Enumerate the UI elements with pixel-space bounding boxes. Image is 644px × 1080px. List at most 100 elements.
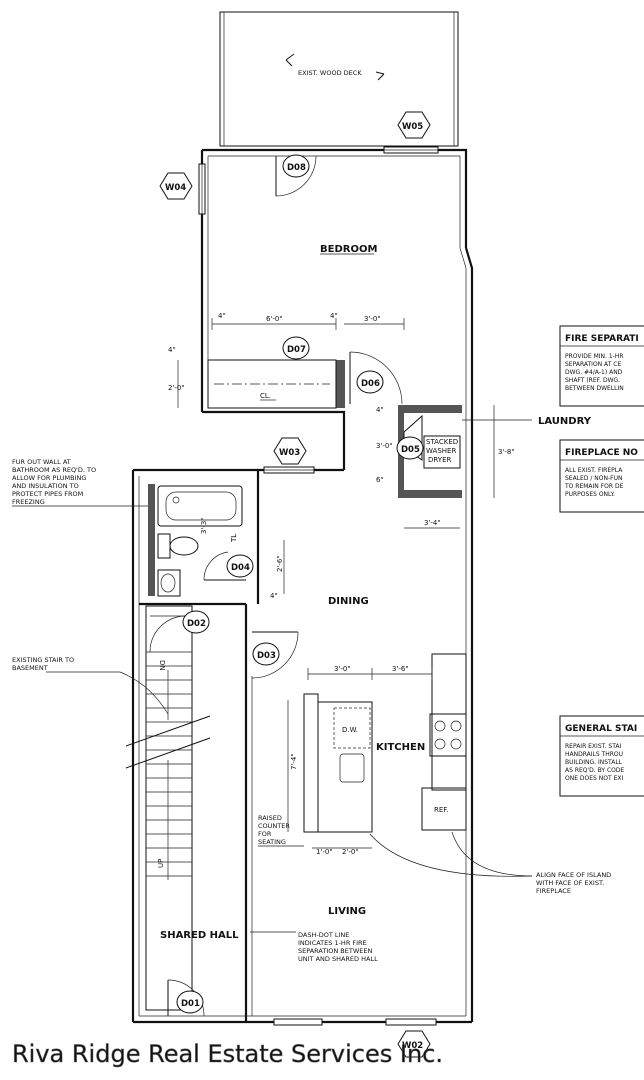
svg-text:FIRE SEPARATI: FIRE SEPARATI bbox=[565, 334, 639, 344]
tag-d04: D04 bbox=[226, 554, 254, 578]
svg-text:D04: D04 bbox=[231, 563, 250, 573]
kitchen-label: KITCHEN bbox=[376, 742, 425, 753]
svg-text:BATHROOM AS REQ'D. TO: BATHROOM AS REQ'D. TO bbox=[12, 466, 96, 474]
svg-text:BUILDING. INSTALL: BUILDING. INSTALL bbox=[565, 759, 623, 766]
svg-text:GENERAL STAI: GENERAL STAI bbox=[565, 724, 637, 734]
svg-text:FREEZING: FREEZING bbox=[12, 498, 45, 506]
dim-island-top-b: 3'-6" bbox=[392, 665, 409, 673]
general-stair-box: GENERAL STAI REPAIR EXIST. STAI HANDRAIL… bbox=[559, 715, 644, 797]
svg-text:UNIT AND SHARED HALL: UNIT AND SHARED HALL bbox=[298, 955, 378, 963]
laundry-label: LAUNDRY bbox=[538, 416, 592, 427]
note-fur-out: FUR OUT WALL AT BATHROOM AS REQ'D. TO AL… bbox=[12, 458, 148, 507]
svg-text:DWG. #4/A-1) AND: DWG. #4/A-1) AND bbox=[565, 369, 623, 376]
svg-text:EXISTING STAIR TO: EXISTING STAIR TO bbox=[12, 656, 74, 664]
note-align-face: ALIGN FACE OF ISLAND WITH FACE OF EXIST.… bbox=[369, 831, 611, 895]
washer-line1: STACKED bbox=[426, 438, 458, 446]
dim-laundry-small: 4" bbox=[376, 406, 384, 414]
svg-text:BETWEEN DWELLIN: BETWEEN DWELLIN bbox=[565, 385, 624, 392]
tag-w05: W05 bbox=[397, 111, 431, 139]
watermark: Riva Ridge Real Estate Services Inc. bbox=[12, 1040, 443, 1068]
door-d08 bbox=[275, 155, 317, 197]
bedroom-closet: CL. bbox=[207, 359, 337, 409]
tag-d06: D06 bbox=[356, 370, 384, 394]
laundry-closet: STACKED WASHER DRYER 3'-4" 3'-8" 3'-0" 4… bbox=[376, 405, 592, 529]
fire-separation-box: FIRE SEPARATI PROVIDE MIN. 1-HR SEPARATI… bbox=[559, 325, 644, 407]
stair-dn: DN bbox=[158, 660, 166, 671]
svg-text:TO REMAIN FOR DE: TO REMAIN FOR DE bbox=[564, 483, 624, 490]
svg-text:ALL EXIST. FIREPLA: ALL EXIST. FIREPLA bbox=[565, 467, 623, 474]
tag-d01: D01 bbox=[176, 990, 204, 1014]
dim-bath-b: 2'-6" bbox=[276, 555, 284, 572]
svg-text:DASH-DOT LINE: DASH-DOT LINE bbox=[298, 931, 349, 939]
stair-up: UP bbox=[157, 859, 165, 868]
wood-deck: EXIST. WOOD DECK bbox=[219, 11, 459, 147]
svg-text:D06: D06 bbox=[361, 379, 380, 389]
dim-bath-c: 4" bbox=[270, 592, 278, 600]
door-d01 bbox=[167, 979, 205, 1017]
tag-d03: D03 bbox=[252, 642, 280, 666]
svg-text:D02: D02 bbox=[187, 619, 206, 629]
dim-closet-depth: 2'-0" bbox=[168, 384, 185, 392]
door-d03 bbox=[251, 631, 299, 679]
svg-text:SEATING: SEATING bbox=[258, 838, 286, 846]
windows bbox=[198, 146, 439, 1026]
svg-text:D08: D08 bbox=[287, 163, 306, 173]
svg-text:HANDRAILS THROU: HANDRAILS THROU bbox=[565, 751, 623, 758]
svg-text:ALLOW FOR PLUMBING: ALLOW FOR PLUMBING bbox=[12, 474, 86, 482]
dim-small-b: 4" bbox=[330, 312, 338, 320]
dim-island-bot-b: 2'-0" bbox=[342, 848, 359, 856]
note-existing-stair: EXISTING STAIR TO BASEMENT bbox=[12, 656, 169, 715]
furred-walls bbox=[148, 360, 462, 596]
svg-text:D07: D07 bbox=[287, 345, 306, 355]
dim-island-top-a: 3'-0" bbox=[334, 665, 351, 673]
dim-laundry-height: 3'-8" bbox=[498, 448, 515, 456]
svg-text:BASEMENT: BASEMENT bbox=[12, 664, 48, 672]
dim-bath-a: 3'-3" bbox=[200, 517, 208, 534]
deck-label: EXIST. WOOD DECK bbox=[298, 69, 362, 77]
tag-w04: W04 bbox=[159, 172, 193, 200]
tag-d02: D02 bbox=[182, 610, 210, 634]
dining-label: DINING bbox=[328, 596, 369, 607]
svg-text:PURPOSES ONLY.: PURPOSES ONLY. bbox=[565, 491, 615, 498]
svg-text:D01: D01 bbox=[181, 999, 200, 1009]
svg-text:COUNTER: COUNTER bbox=[258, 822, 290, 830]
dim-small-a: 4" bbox=[218, 312, 226, 320]
dw-label: D.W. bbox=[342, 726, 358, 734]
dim-laundry-bottom: 6" bbox=[376, 476, 384, 484]
svg-text:SEALED / NON-FUN: SEALED / NON-FUN bbox=[565, 475, 623, 482]
closet-tl: TL bbox=[230, 534, 238, 543]
svg-text:SEPARATION AT CE: SEPARATION AT CE bbox=[565, 361, 621, 368]
tag-d07: D07 bbox=[282, 336, 310, 360]
washer-line3: DRYER bbox=[428, 456, 452, 464]
note-dash-dot: DASH-DOT LINE INDICATES 1-HR FIRE SEPARA… bbox=[250, 931, 378, 963]
ref-label: REF. bbox=[434, 806, 448, 814]
door-d02 bbox=[149, 615, 187, 653]
exterior-walls bbox=[131, 148, 474, 1024]
dim-bed-side: 3'-0" bbox=[364, 315, 381, 323]
svg-text:SEPARATION BETWEEN: SEPARATION BETWEEN bbox=[298, 947, 372, 955]
svg-text:W03: W03 bbox=[279, 448, 300, 458]
bathroom: 3'-3" TL 2'-6" 4" bbox=[157, 485, 285, 600]
svg-text:FUR OUT WALL AT: FUR OUT WALL AT bbox=[12, 458, 71, 466]
dim-laundry-left: 3'-0" bbox=[376, 442, 393, 450]
svg-text:FIREPLACE NO: FIREPLACE NO bbox=[565, 448, 638, 458]
dim-closet-top: 4" bbox=[168, 346, 176, 354]
tag-d08: D08 bbox=[282, 154, 310, 178]
svg-text:WITH FACE OF EXIST.: WITH FACE OF EXIST. bbox=[536, 879, 604, 887]
svg-text:AS REQ'D. BY CODE: AS REQ'D. BY CODE bbox=[565, 767, 624, 774]
svg-text:FIREPLACE: FIREPLACE bbox=[536, 887, 571, 895]
svg-text:SHAFT (REF. DWG.: SHAFT (REF. DWG. bbox=[565, 377, 620, 384]
svg-text:RAISED: RAISED bbox=[258, 814, 282, 822]
shared-hall-label: SHARED HALL bbox=[160, 930, 239, 941]
svg-text:PROVIDE MIN. 1-HR: PROVIDE MIN. 1-HR bbox=[565, 353, 624, 360]
closet-dimensions: 6'-0" 3'-0" 4" 4" 4" 2'-0" bbox=[168, 312, 405, 408]
dim-closet-width: 6'-0" bbox=[266, 315, 283, 323]
closet-label: CL. bbox=[260, 392, 271, 400]
svg-text:W05: W05 bbox=[402, 122, 423, 132]
svg-text:W02: W02 bbox=[402, 1041, 423, 1051]
note-raised-counter: RAISED COUNTER FOR SEATING bbox=[258, 814, 304, 847]
svg-text:AND INSULATION TO: AND INSULATION TO bbox=[12, 482, 79, 490]
svg-text:D03: D03 bbox=[257, 651, 276, 661]
svg-text:FOR: FOR bbox=[258, 830, 272, 838]
